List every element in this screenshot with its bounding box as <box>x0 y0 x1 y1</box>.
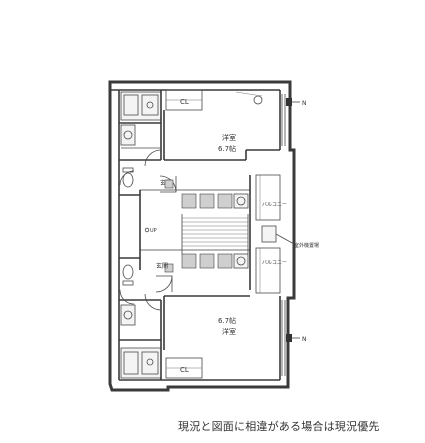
disclaimer-note: 現況と図面に相違がある場合は現況優先 <box>178 420 380 433</box>
upper-closet-label: CL <box>180 98 189 106</box>
orientation-markers: N N <box>286 98 307 343</box>
shaft-box-6 <box>217 253 233 269</box>
exterior-walls <box>108 80 296 392</box>
upper-balcony <box>255 174 281 221</box>
upper-balcony-label: バルコニー <box>262 202 287 208</box>
lower-room-size: 6.7帖 <box>218 316 236 325</box>
lower-room-type: 洋室 <box>222 327 236 336</box>
lower-bathtub <box>120 347 162 379</box>
upper-unit: CL 洋室 6.7帖 玄関 <box>119 89 286 196</box>
upper-north-label: N <box>302 100 307 107</box>
central-stair-area: UP <box>139 175 251 290</box>
upper-toilet-icon <box>122 172 134 188</box>
lower-marker-icon <box>286 334 292 342</box>
upper-room-type: 洋室 <box>222 133 236 142</box>
lower-north-label: N <box>302 336 307 343</box>
shaft-box-3 <box>217 193 233 209</box>
lower-entrance-label: 玄関 <box>156 262 168 270</box>
outdoor-storage-label: 室外機置場 <box>294 242 319 249</box>
stair-up-label: UP <box>150 228 157 234</box>
lower-unit: 玄関 6.7帖 洋室 CL <box>119 257 286 380</box>
outdoor-unit-space <box>261 225 277 243</box>
shaft-box-4 <box>181 253 197 269</box>
upper-basin <box>120 124 136 146</box>
lower-basin <box>120 304 136 326</box>
upper-sensor-icon <box>253 95 263 105</box>
shaft-box-2 <box>199 193 215 209</box>
lower-toilet-icon <box>122 264 134 280</box>
upper-marker-icon <box>286 98 292 106</box>
lower-balcony-label: バルコニー <box>262 260 287 266</box>
lower-balcony <box>255 247 281 294</box>
balconies: バルコニー バルコニー 室外機置場 <box>255 174 319 294</box>
shaft-box-1 <box>181 193 197 209</box>
staircase <box>181 214 249 254</box>
upper-bathtub <box>120 91 162 121</box>
upper-room-size: 6.7帖 <box>218 144 236 153</box>
shaft-box-5 <box>199 253 215 269</box>
lower-closet-label: CL <box>180 366 189 374</box>
